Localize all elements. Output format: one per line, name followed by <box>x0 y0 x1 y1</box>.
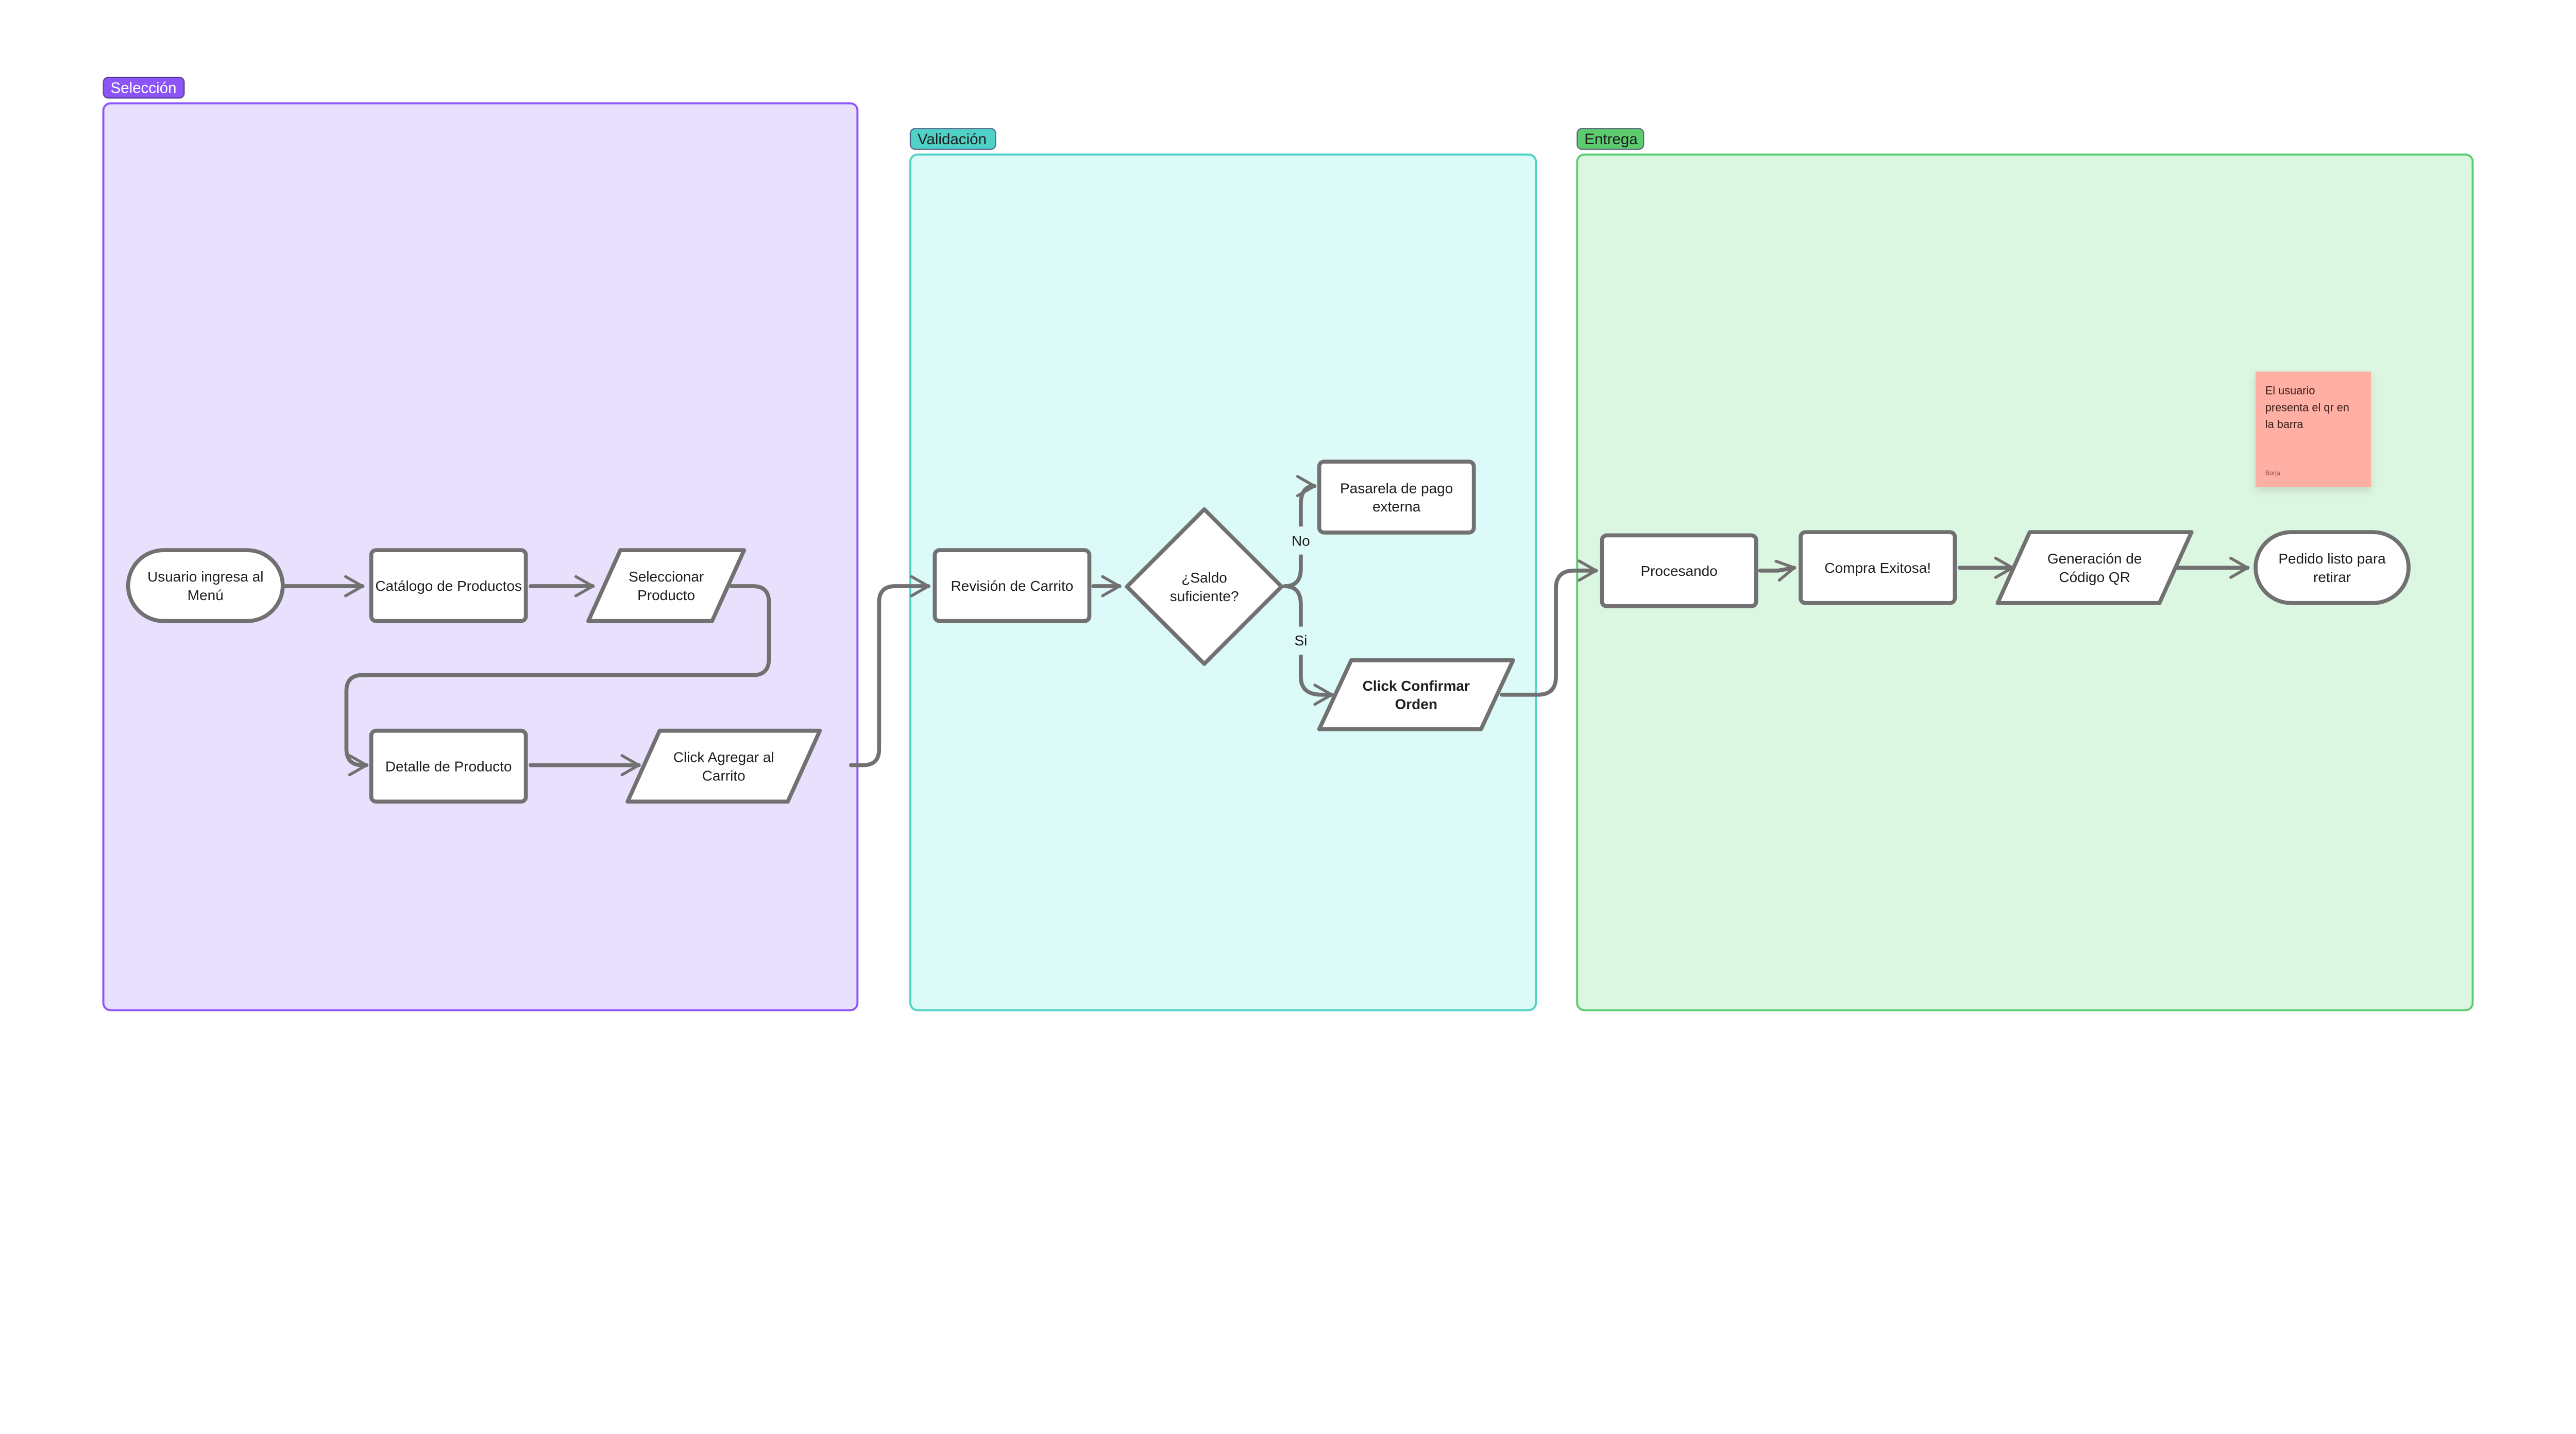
sticky-note-text: presenta el qr en <box>2265 401 2349 414</box>
section-label: Selección <box>111 79 177 96</box>
node-generacion-codigo-qr[interactable]: Generación de Código QR <box>1995 530 2194 605</box>
process-shape[interactable] <box>369 728 528 804</box>
node-usuario-ingresa-menu[interactable]: Usuario ingresa al Menú <box>126 548 285 623</box>
process-shape[interactable] <box>1317 459 1476 535</box>
node-label-line: Código QR <box>2059 569 2130 585</box>
sticky-note-text: la barra <box>2265 418 2304 431</box>
process-shape[interactable] <box>1600 533 1758 608</box>
node-label-line: Carrito <box>702 767 745 783</box>
io-shape[interactable] <box>625 728 822 804</box>
node-click-agregar-carrito[interactable]: Click Agregar al Carrito <box>625 728 822 804</box>
process-shape[interactable] <box>369 548 528 623</box>
node-label-line: Pasarela de pago <box>1340 480 1453 496</box>
terminal-shape[interactable] <box>126 548 285 623</box>
io-shape[interactable] <box>1317 658 1515 731</box>
node-label-line: Generación de <box>2047 551 2142 567</box>
io-shape[interactable] <box>1995 530 2194 605</box>
node-label-line: Catálogo de Productos <box>375 578 522 594</box>
decision-shape[interactable] <box>1125 507 1284 666</box>
node-label-line: externa <box>1372 499 1421 515</box>
edge-label-si: Si <box>1294 633 1307 648</box>
node-label-line: retirar <box>2313 569 2351 585</box>
node-label-line: Seleccionar <box>629 569 704 585</box>
node-label-line: Click Confirmar <box>1363 678 1470 694</box>
node-label-line: Orden <box>1395 696 1437 712</box>
connector-agregar-to-revision[interactable] <box>849 575 930 767</box>
node-label-line: Revisión de Carrito <box>951 578 1073 594</box>
node-label-line: Detalle de Producto <box>385 759 512 775</box>
node-procesando[interactable]: Procesando <box>1600 533 1758 608</box>
connector-seleccionar-to-detalle[interactable] <box>344 584 771 776</box>
terminal-shape[interactable] <box>2253 530 2411 605</box>
node-pedido-listo-retirar[interactable]: Pedido listo para retirar <box>2253 530 2411 605</box>
node-catalogo-productos[interactable]: Catálogo de Productos <box>369 548 528 623</box>
node-label-line: suficiente? <box>1170 588 1239 604</box>
edge-label-no: No <box>1292 533 1310 549</box>
node-label-line: Usuario ingresa al <box>147 569 263 585</box>
sticky-note-author: Borja <box>2265 470 2280 477</box>
node-detalle-producto[interactable]: Detalle de Producto <box>369 728 528 804</box>
node-saldo-suficiente-decision[interactable]: ¿Saldo suficiente? <box>1125 507 1284 666</box>
connector-decision-to-confirmar[interactable] <box>1282 584 1334 706</box>
section-seleccion[interactable]: Selección <box>102 76 859 1012</box>
process-shape[interactable] <box>1799 530 1957 605</box>
connector-confirmar-to-procesando[interactable] <box>1500 559 1598 697</box>
section-label: Entrega <box>1584 131 1638 148</box>
node-label-line: Procesando <box>1640 563 1717 579</box>
edge-label-gap <box>1290 526 1312 555</box>
node-label-line: Click Agregar al <box>673 749 774 765</box>
section-label: Validación <box>918 131 987 148</box>
io-shape[interactable] <box>586 548 747 623</box>
node-pasarela-pago-externa[interactable]: Pasarela de pago externa <box>1317 459 1476 535</box>
sticky-note-text: El usuario <box>2265 384 2315 397</box>
node-label-line: Compra Exitosa! <box>1824 560 1931 576</box>
edge-label-gap <box>1290 626 1312 655</box>
node-label-line: ¿Saldo <box>1181 570 1227 586</box>
section-label-badge <box>1577 128 1645 150</box>
node-compra-exitosa[interactable]: Compra Exitosa! <box>1799 530 1957 605</box>
node-label-line: Producto <box>637 587 695 603</box>
sticky-note-background[interactable] <box>2256 371 2371 487</box>
node-revision-carrito[interactable]: Revisión de Carrito <box>933 548 1092 623</box>
node-label-line: Menú <box>188 587 224 603</box>
section-label-badge <box>103 76 185 99</box>
connector-procesando-to-compra[interactable] <box>1758 559 1797 582</box>
section-label-badge <box>909 128 996 150</box>
process-shape[interactable] <box>933 548 1092 623</box>
node-label-line: Pedido listo para <box>2278 551 2386 567</box>
